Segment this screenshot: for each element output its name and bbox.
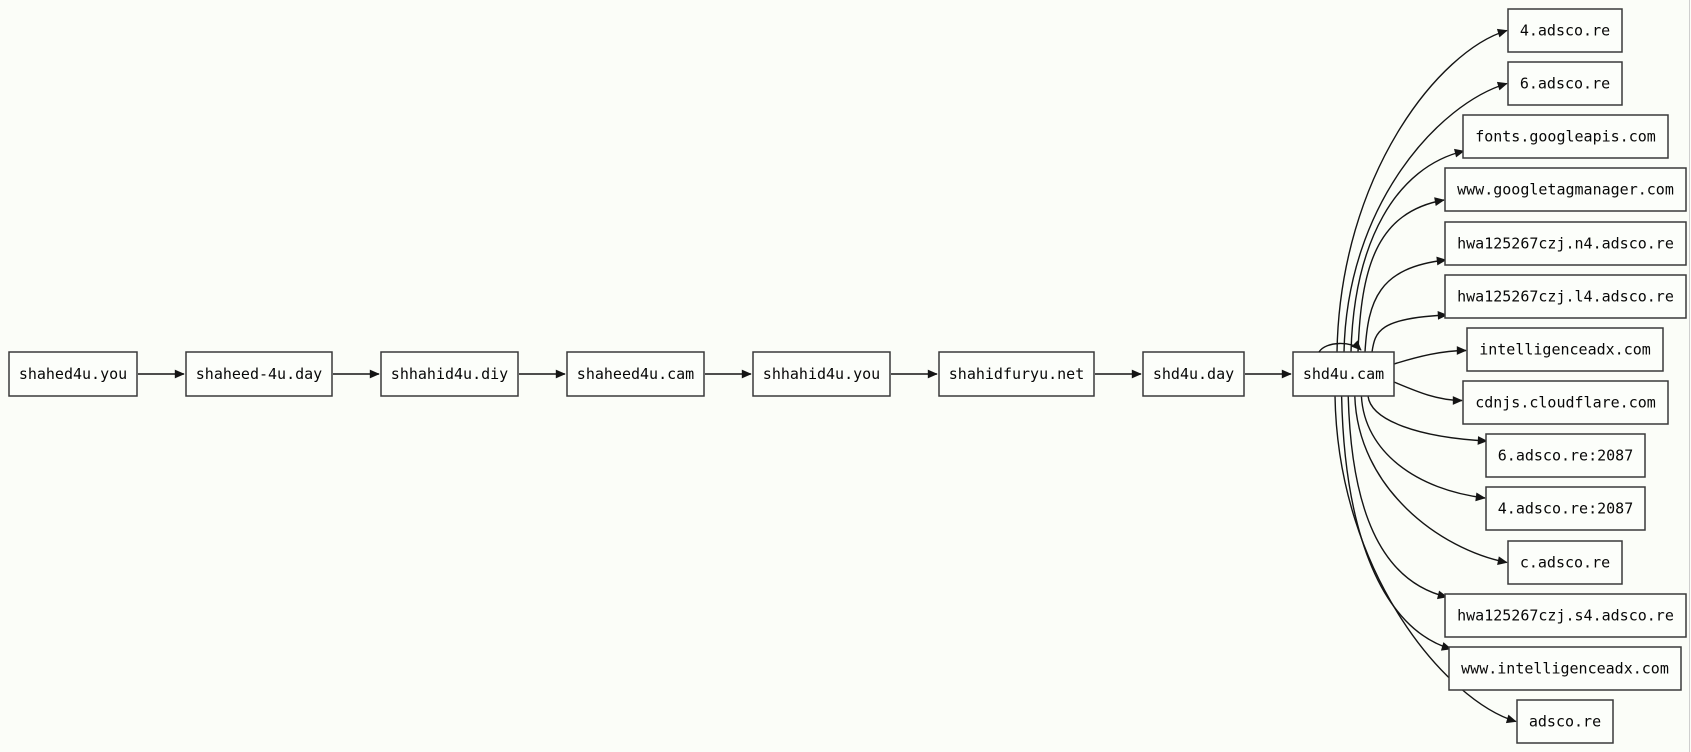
edge-hub-to-hwa125267czj.n4.adsco.re [1364, 256, 1447, 353]
node-box [1507, 8, 1623, 53]
node-box [1485, 433, 1646, 478]
target-node-intelligenceadx.com: intelligenceadx.com [1466, 327, 1664, 372]
chain-node-shhahid4u.you: shhahid4u.you [752, 351, 891, 397]
edge-hub-to-www.googletagmanager.com [1357, 197, 1445, 353]
node-box [1466, 327, 1664, 372]
node-label: www.intelligenceadx.com [1461, 660, 1669, 678]
node-label: c.adsco.re [1520, 554, 1610, 572]
node-box [938, 351, 1095, 397]
node-box [1444, 274, 1687, 319]
target-node-6.adsco.re:2087: 6.adsco.re:2087 [1485, 433, 1646, 478]
node-box [1444, 593, 1687, 638]
node-box [1444, 221, 1687, 266]
edge-hub-to-4.adsco.re [1336, 28, 1508, 353]
node-box [1444, 167, 1687, 212]
node-box [1448, 646, 1682, 691]
nodes-layer: shahed4u.you shaheed-4u.day shhahid4u.diy s… [8, 8, 1687, 744]
node-label: shahidfuryu.net [949, 365, 1084, 383]
node-label: hwa125267czj.s4.adsco.re [1457, 607, 1674, 625]
edges-layer [138, 28, 1517, 724]
node-box [566, 351, 705, 397]
node-box [752, 351, 891, 397]
edge-hub-to-c.adsco.re [1354, 395, 1508, 566]
chain-node-shahed4u.you: shahed4u.you [8, 351, 138, 397]
node-box [1516, 699, 1614, 744]
target-node-fonts.googleapis.com: fonts.googleapis.com [1462, 114, 1669, 159]
chain-node-shhahid4u.diy: shhahid4u.diy [380, 351, 519, 397]
node-label: hwa125267czj.l4.adsco.re [1457, 288, 1674, 306]
node-label: www.googletagmanager.com [1457, 181, 1674, 199]
edge-hub-to-6.adsco.re [1343, 81, 1508, 353]
target-node-c.adsco.re: c.adsco.re [1507, 540, 1623, 585]
edge-hub-to-cdnjs.cloudflare.com [1393, 381, 1463, 405]
target-node-adsco.re: adsco.re [1516, 699, 1614, 744]
chain-node-shd4u.day: shd4u.day [1142, 351, 1245, 397]
node-label: shd4u.cam [1303, 365, 1384, 383]
chain-node-shaheed-4u.day: shaheed-4u.day [185, 351, 333, 397]
node-label: cdnjs.cloudflare.com [1475, 394, 1656, 412]
node-box [1462, 380, 1669, 425]
target-node-www.googletagmanager.com: www.googletagmanager.com [1444, 167, 1687, 212]
edge-hub-to-intelligenceadx.com [1393, 346, 1467, 365]
node-label: intelligenceadx.com [1479, 341, 1651, 359]
edge-hub-to-hwa125267czj.s4.adsco.re [1347, 395, 1448, 600]
edge-hub-self-loop [1318, 340, 1362, 353]
node-box [1507, 540, 1623, 585]
node-label: shaheed4u.cam [577, 365, 694, 383]
target-node-cdnjs.cloudflare.com: cdnjs.cloudflare.com [1462, 380, 1669, 425]
chain-node-shd4u.cam: shd4u.cam [1292, 351, 1395, 397]
node-box [1507, 61, 1623, 106]
node-label: shaheed-4u.day [196, 365, 322, 383]
target-node-6.adsco.re: 6.adsco.re [1507, 61, 1623, 106]
node-label: shhahid4u.diy [391, 365, 508, 383]
node-label: hwa125267czj.n4.adsco.re [1457, 235, 1674, 253]
node-label: shd4u.day [1153, 365, 1234, 383]
self-loop-layer [1318, 340, 1362, 353]
node-box [1462, 114, 1669, 159]
node-label: 4.adsco.re [1520, 22, 1610, 40]
node-box [1142, 351, 1245, 397]
target-node-hwa125267czj.n4.adsco.re: hwa125267czj.n4.adsco.re [1444, 221, 1687, 266]
node-label: shhahid4u.you [763, 365, 880, 383]
edge-hub-to-fonts.googleapis.com [1350, 148, 1465, 353]
target-node-4.adsco.re:2087: 4.adsco.re:2087 [1485, 486, 1646, 531]
chain-node-shaheed4u.cam: shaheed4u.cam [566, 351, 705, 397]
chain-node-shahidfuryu.net: shahidfuryu.net [938, 351, 1095, 397]
node-label: 4.adsco.re:2087 [1498, 500, 1633, 518]
target-node-hwa125267czj.l4.adsco.re: hwa125267czj.l4.adsco.re [1444, 274, 1687, 319]
node-box [380, 351, 519, 397]
node-box [1485, 486, 1646, 531]
node-label: shahed4u.you [19, 365, 127, 383]
edge-hub-to-6.adsco.re:2087 [1367, 395, 1488, 445]
node-box [8, 351, 138, 397]
node-box [185, 351, 333, 397]
edge-hub-to-adsco.re [1334, 395, 1517, 724]
node-label: 6.adsco.re [1520, 75, 1610, 93]
node-label: fonts.googleapis.com [1475, 128, 1656, 146]
edge-hub-to-www.intelligenceadx.com [1340, 395, 1452, 651]
target-node-www.intelligenceadx.com: www.intelligenceadx.com [1448, 646, 1682, 691]
node-label: 6.adsco.re:2087 [1498, 447, 1633, 465]
node-label: adsco.re [1529, 713, 1601, 731]
target-node-4.adsco.re: 4.adsco.re [1507, 8, 1623, 53]
target-node-hwa125267czj.s4.adsco.re: hwa125267czj.s4.adsco.re [1444, 593, 1687, 638]
edge-hub-to-4.adsco.re:2087 [1360, 395, 1486, 502]
edge-hub-to-hwa125267czj.l4.adsco.re [1371, 311, 1448, 353]
node-box [1292, 351, 1395, 397]
